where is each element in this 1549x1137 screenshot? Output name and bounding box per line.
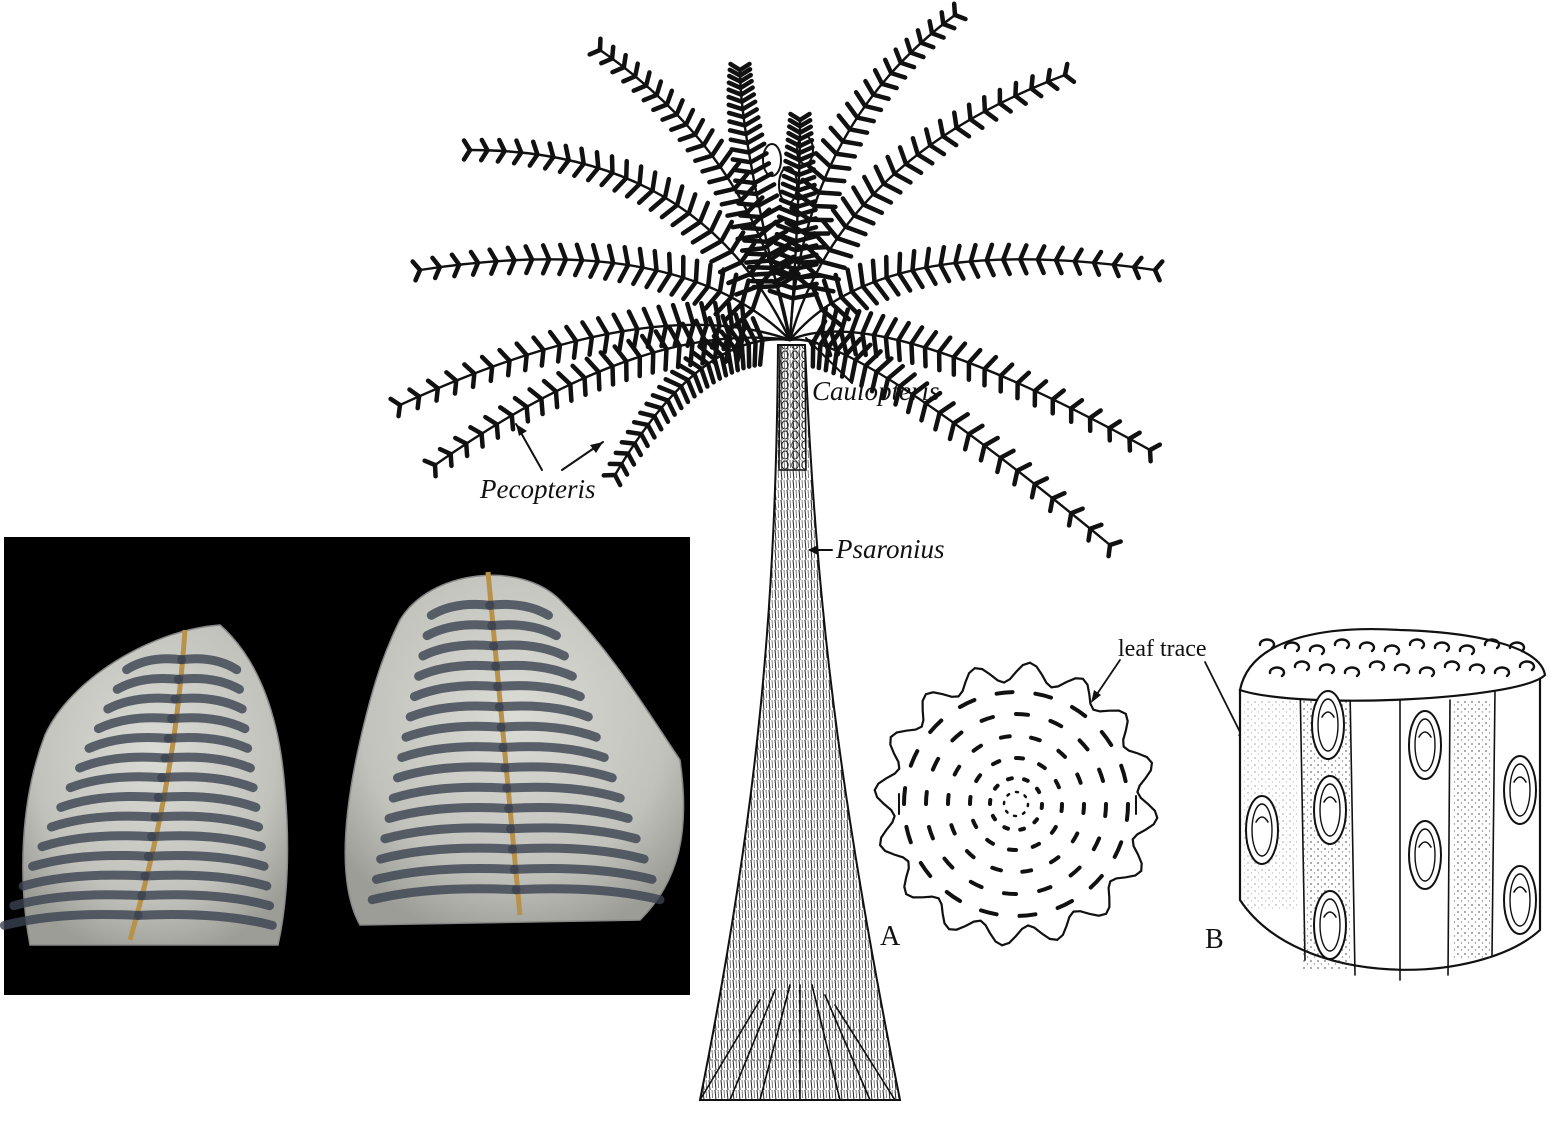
label-psaronius: Psaronius [835, 534, 945, 564]
label-leaf-trace: leaf trace [1118, 636, 1207, 662]
stem-block-b: B [1205, 629, 1545, 980]
cross-section-a: A [875, 663, 1158, 952]
pecopteris-fossil-photo [4, 537, 690, 995]
label-caulopteris: Caulopteris [812, 376, 940, 406]
panel-label-b: B [1205, 924, 1224, 955]
label-pecopteris: Pecopteris [479, 474, 595, 504]
frond [790, 245, 1162, 340]
frond [790, 64, 1074, 340]
panel-label-a: A [880, 921, 901, 952]
label-psaronius-group: Psaronius [808, 534, 945, 564]
psaronius-trunk [700, 345, 900, 1100]
